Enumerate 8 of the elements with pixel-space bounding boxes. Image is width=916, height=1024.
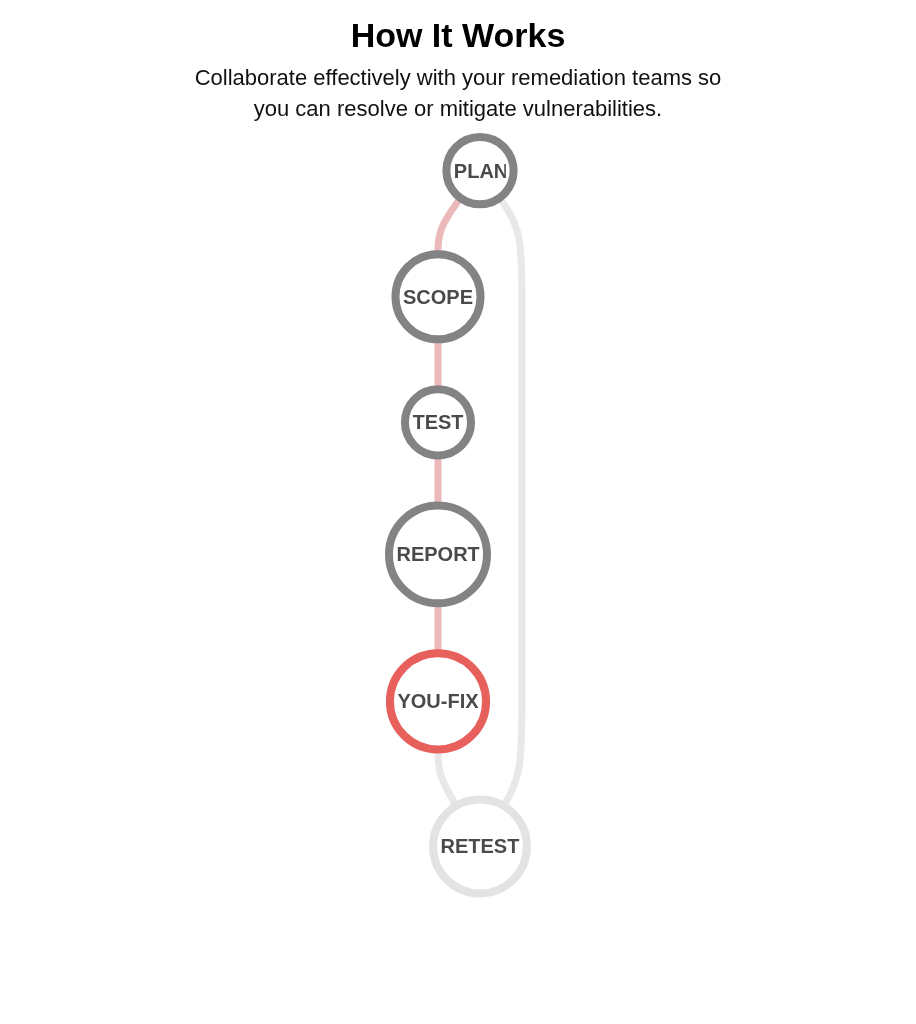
diagram-title: How It Works xyxy=(349,16,567,55)
node-circle: YOU-FIX xyxy=(385,648,491,754)
node-circle: RETEST xyxy=(429,795,531,897)
node-circle: SCOPE xyxy=(391,249,485,343)
node-circle: PLAN xyxy=(442,132,518,208)
node-circle: TEST xyxy=(400,384,476,459)
node-circle: REPORT xyxy=(385,501,491,607)
description-text: Collaborate effectively with your remediation teams so you can resolve or mitigate vulnerabilities. xyxy=(193,64,723,123)
